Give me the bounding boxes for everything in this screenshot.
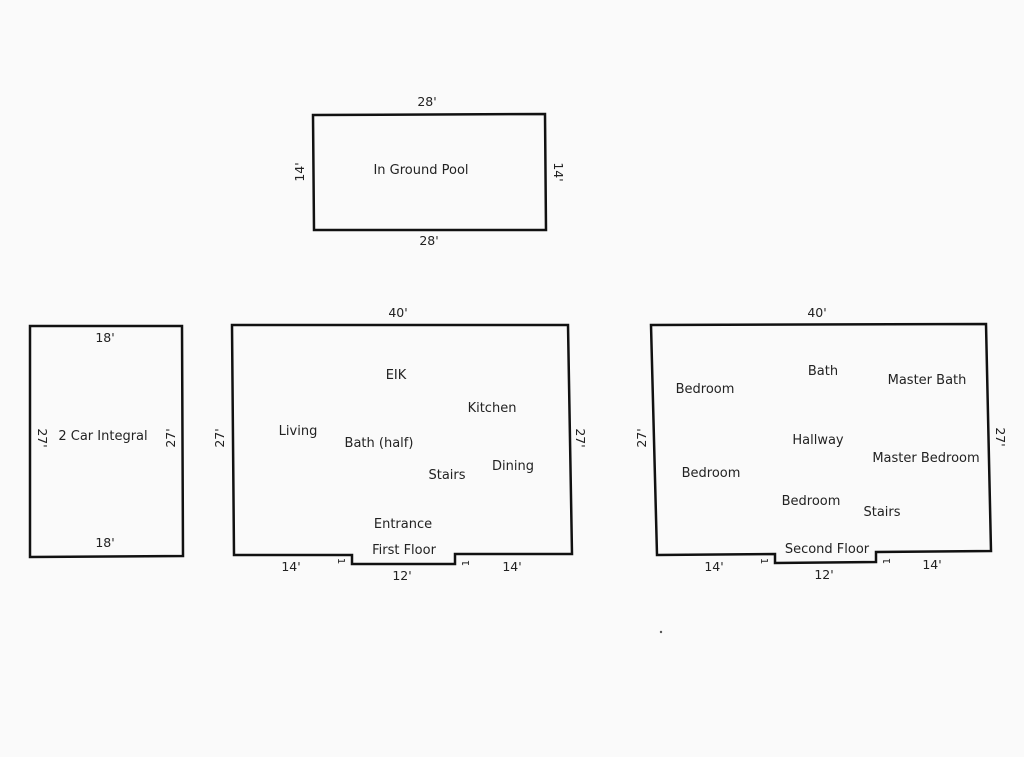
pool-dim-bottom: 28': [419, 233, 439, 248]
room-bedroom-3: Bedroom: [781, 494, 841, 509]
pool-dim-top: 28': [417, 94, 437, 109]
first-floor-dim-bottom-right: 14': [502, 559, 522, 574]
room-bedroom-1: Bedroom: [675, 382, 735, 397]
second-floor-dim-right: 27': [993, 427, 1008, 447]
first-floor-dim-bottom-left: 14': [281, 559, 301, 574]
room-hallway: Hallway: [792, 433, 844, 448]
room-bedroom-2: Bedroom: [681, 466, 741, 481]
second-floor-dim-bottom-mid: 12': [814, 567, 834, 582]
room-bath: Bath: [807, 364, 839, 379]
room-dining: Dining: [492, 459, 534, 474]
room-stairs-first: Stairs: [428, 468, 466, 483]
room-kitchen: Kitchen: [467, 401, 517, 416]
second-floor-dim-bottom-right: 14': [922, 557, 942, 572]
first-floor-notch-left: 1: [335, 557, 346, 565]
second-floor-dim-bottom-left: 14': [704, 559, 724, 574]
first-floor-title: First Floor: [372, 543, 436, 558]
first-floor-dim-left: 27': [212, 428, 227, 448]
garage-dim-bottom: 18': [95, 535, 115, 550]
second-floor-dim-top: 40': [807, 305, 827, 320]
second-floor-outline: [649, 322, 993, 565]
room-entrance: Entrance: [373, 517, 433, 532]
second-floor-dim-left: 27': [634, 428, 649, 448]
pool-dim-right: 14': [551, 162, 566, 182]
room-stairs-second: Stairs: [863, 505, 901, 520]
garage-dim-top: 18': [95, 330, 115, 345]
garage-dim-right: 27': [163, 428, 178, 448]
pool-outline: [311, 112, 548, 232]
first-floor-dim-top: 40': [388, 305, 408, 320]
stray-mark: [659, 630, 663, 634]
first-floor-dim-right: 27': [573, 428, 588, 448]
pool-dim-left: 14': [292, 162, 307, 182]
pool-label: In Ground Pool: [373, 163, 469, 178]
garage-label: 2 Car Integral: [58, 429, 148, 444]
first-floor-notch-right: 1: [461, 559, 472, 567]
garage-outline: [28, 324, 185, 559]
first-floor-outline: [230, 323, 574, 566]
second-floor-title: Second Floor: [784, 542, 870, 557]
room-master-bedroom: Master Bedroom: [872, 451, 980, 466]
room-eik: EIK: [385, 368, 407, 383]
second-floor-notch-left: 1: [758, 557, 769, 565]
garage-dim-left: 27': [35, 428, 50, 448]
room-living: Living: [278, 424, 318, 439]
room-bath-half: Bath (half): [344, 436, 414, 451]
second-floor-notch-right: 1: [882, 557, 893, 565]
room-master-bath: Master Bath: [887, 373, 967, 388]
first-floor-dim-bottom-mid: 12': [392, 568, 412, 583]
